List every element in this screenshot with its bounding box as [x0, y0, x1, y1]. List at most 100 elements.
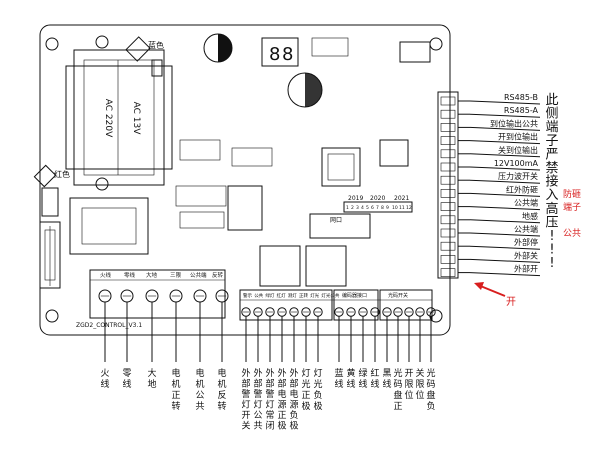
- vertical-notice-char: 高: [545, 201, 558, 217]
- svg-text:灯: 灯: [253, 400, 262, 411]
- right-terminal-label: 开到位输出: [498, 132, 538, 142]
- svg-text:开: 开: [404, 368, 413, 379]
- terminal-pin: [440, 149, 456, 159]
- main-mcu: [321, 147, 361, 187]
- right-terminal-label: RS485-A: [504, 106, 539, 115]
- screw-terminal: [301, 307, 311, 317]
- top-right-connector: [399, 41, 431, 63]
- svg-text:光: 光: [313, 378, 322, 390]
- board-model-label: ZGD2_CONTROL_V3.1: [76, 322, 142, 329]
- svg-text:电: 电: [289, 388, 298, 400]
- right-terminal-label: 关到位输出: [498, 145, 538, 155]
- header-label-reverse: 反转: [212, 271, 224, 279]
- svg-text:警: 警: [253, 388, 262, 400]
- svg-text:闭: 闭: [265, 420, 274, 432]
- svg-text:地: 地: [147, 378, 156, 390]
- svg-text:转: 转: [217, 400, 226, 412]
- secondary-ic: [379, 139, 409, 167]
- svg-text:外: 外: [253, 367, 262, 379]
- anti-pinch-annotation: 防砸 端子: [563, 188, 581, 213]
- svg-text:负: 负: [426, 400, 435, 412]
- terminal-leader: [469, 113, 541, 118]
- svg-text:码: 码: [426, 379, 435, 390]
- power-terminal-block: 火线 零线 大地 三限 公共端 反转: [89, 269, 226, 319]
- svg-text:零: 零: [122, 368, 131, 379]
- pcb-outline: [39, 24, 451, 336]
- relay-large: [69, 197, 149, 255]
- terminal-pin: [440, 175, 456, 185]
- svg-text:光: 光: [301, 378, 310, 390]
- svg-text:线: 线: [122, 378, 131, 390]
- svg-text:线: 线: [334, 378, 343, 390]
- right-terminal-label: 外部停: [514, 237, 538, 247]
- svg-text:线: 线: [346, 378, 355, 390]
- screw-terminal: [426, 307, 436, 317]
- screw-terminal: [346, 307, 356, 317]
- mounting-hole: [45, 309, 59, 323]
- svg-text:码: 码: [393, 379, 402, 390]
- dip-num: 11: [399, 205, 405, 211]
- screw-terminal: [265, 307, 275, 317]
- svg-text:绿: 绿: [358, 367, 367, 379]
- right-terminal-label: 红外防砸: [506, 184, 538, 194]
- header-label-limit3: 三限: [170, 271, 182, 279]
- blue-wire-marker: 蓝色: [125, 36, 164, 77]
- blue-wire-label: 蓝色: [148, 40, 164, 50]
- svg-text:源: 源: [277, 400, 286, 411]
- network-port-block: [309, 213, 371, 239]
- svg-text:8: 8: [269, 44, 280, 65]
- svg-text:部: 部: [241, 378, 250, 390]
- vertical-notice-char: 子: [545, 134, 558, 149]
- svg-text:电: 电: [171, 367, 180, 379]
- terminal-pin: [440, 255, 456, 264]
- fuse-holder: [39, 221, 61, 289]
- terminal-pin: [440, 162, 456, 172]
- left-terminal: [41, 187, 59, 217]
- dip-num: 2: [351, 205, 354, 211]
- svg-text:灯: 灯: [301, 368, 310, 379]
- transformer-primary-label: AC 220V: [103, 99, 113, 138]
- dip-num: 10: [392, 205, 398, 211]
- svg-text:位: 位: [415, 389, 424, 401]
- right-terminal-label: 地感: [522, 211, 538, 221]
- red-wire-label: 红色: [54, 169, 70, 179]
- lamp-header-label: 公共: [254, 292, 263, 299]
- svg-text:部: 部: [289, 378, 298, 390]
- svg-text:关: 关: [241, 420, 250, 432]
- lamp-header-label: 灯光: [310, 292, 319, 299]
- terminal-pin: [440, 109, 456, 119]
- svg-text:部: 部: [277, 378, 286, 390]
- terminal-pin: [440, 123, 456, 132]
- bottom-terminal-headers: [239, 289, 433, 321]
- svg-text:光: 光: [426, 367, 435, 379]
- screw-terminal: [241, 307, 251, 317]
- svg-text:反: 反: [217, 390, 226, 401]
- mounting-hole: [429, 37, 443, 51]
- right-terminal-label: 到位输出公共: [490, 118, 538, 128]
- screw-terminal: [404, 307, 414, 317]
- screw-terminal: [393, 307, 403, 317]
- svg-text:机: 机: [217, 378, 226, 390]
- terminal-leader: [469, 179, 541, 184]
- vertical-notice-char: !: [549, 256, 554, 271]
- svg-text:外: 外: [265, 367, 274, 379]
- lamp-header-label: 灯光公共: [321, 292, 339, 299]
- header-label-hot: 火线: [100, 271, 112, 279]
- terminal-pin: [440, 228, 456, 238]
- transformer: AC 220V AC 13V: [65, 35, 173, 191]
- dip-num: 3: [356, 205, 359, 211]
- svg-text:正: 正: [277, 411, 286, 421]
- bottom-terminal-label: 绿线: [358, 367, 367, 390]
- seven-segment-display: [261, 37, 299, 67]
- svg-text:部: 部: [253, 378, 262, 390]
- screw-terminal: [253, 307, 263, 317]
- header-label-common: 公共端: [190, 271, 207, 279]
- svg-text:部: 部: [265, 378, 274, 390]
- terminal-leader: [469, 153, 541, 158]
- right-terminal-label: 外部开: [514, 264, 538, 274]
- mounting-hole: [45, 37, 59, 51]
